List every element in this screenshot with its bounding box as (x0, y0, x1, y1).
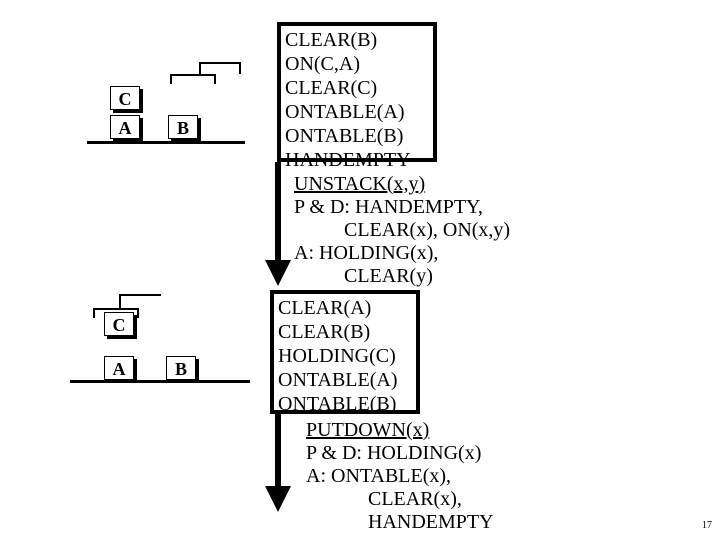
gripper-arm-vertical (119, 294, 121, 308)
gripper-left-finger (170, 74, 172, 84)
table-surface (70, 380, 250, 383)
transition-arrow-shaft (275, 414, 281, 488)
state-fact: CLEAR(C) (285, 77, 378, 99)
operator-line: CLEAR(x), (368, 488, 462, 510)
gripper-right-finger (137, 308, 139, 318)
gripper-right-finger (214, 74, 216, 84)
state-fact: ON(C,A) (285, 53, 360, 75)
operator-line: HANDEMPTY (368, 511, 494, 533)
block-c: C (110, 86, 140, 110)
block-a: A (110, 115, 140, 139)
gripper-top-bar (170, 74, 216, 76)
state-fact: CLEAR(B) (278, 321, 371, 343)
state-fact: CLEAR(B) (285, 29, 378, 51)
page-number: 17 (702, 520, 712, 531)
operator-name: UNSTACK(x,y) (294, 173, 426, 195)
operator-line: P & D: HOLDING(x) (306, 442, 482, 464)
state-box-1: CLEAR(B) ON(C,A) CLEAR(C) ONTABLE(A) ONT… (277, 22, 437, 171)
state-fact: ONTABLE(A) (278, 369, 398, 391)
table-surface (87, 141, 245, 144)
operator-line: P & D: HANDEMPTY, (294, 196, 483, 218)
operator-line: CLEAR(x), ON(x,y) (344, 219, 511, 241)
state-box-2: CLEAR(A) CLEAR(B) HOLDING(C) ONTABLE(A) … (270, 290, 420, 415)
operator-line: A: HOLDING(x), (294, 242, 439, 264)
state-fact: CLEAR(A) (278, 297, 372, 319)
block-a: A (104, 356, 134, 380)
state-fact: HANDEMPTY (285, 149, 411, 171)
gripper-arm-drop (239, 62, 241, 74)
block-b: B (168, 115, 198, 139)
gripper-arm-horizontal (199, 62, 241, 64)
gripper-arm-horizontal (119, 294, 161, 296)
block-b: B (166, 356, 196, 380)
state-fact: HOLDING(C) (278, 345, 396, 367)
operator-line: A: ONTABLE(x), (306, 465, 452, 487)
operator-name: PUTDOWN(x) (306, 419, 430, 441)
state-fact: ONTABLE(A) (285, 101, 405, 123)
transition-arrow-shaft (275, 162, 281, 262)
operator-line: CLEAR(y) (344, 265, 433, 287)
operator-unstack: UNSTACK(x,y) P & D: HANDEMPTY, CLEAR(x),… (294, 173, 510, 288)
transition-arrow-head (265, 260, 291, 286)
block-c-held: C (104, 312, 134, 336)
gripper-arm-vertical (199, 62, 201, 74)
operator-putdown: PUTDOWN(x) P & D: HOLDING(x) A: ONTABLE(… (306, 419, 494, 534)
state-fact: ONTABLE(B) (278, 393, 397, 415)
transition-arrow-head (265, 486, 291, 512)
gripper-left-finger (93, 308, 95, 318)
gripper-top-bar (93, 308, 139, 310)
state-fact: ONTABLE(B) (285, 125, 404, 147)
